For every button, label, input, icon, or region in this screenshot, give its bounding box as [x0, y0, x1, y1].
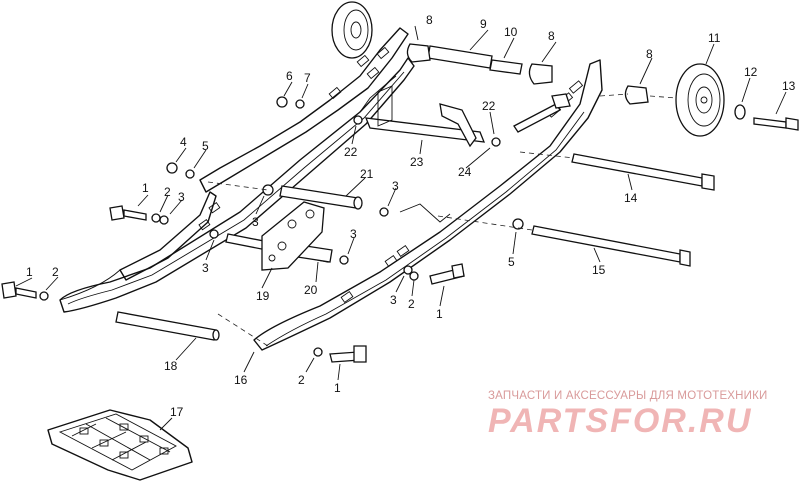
callout-3: 3 [202, 261, 209, 275]
callout-2: 2 [298, 373, 305, 387]
callout-5: 5 [508, 255, 515, 269]
callout-3: 3 [390, 293, 397, 307]
callout-13: 13 [782, 79, 796, 93]
spacer-8-left [406, 43, 431, 63]
spacer-8-right [528, 63, 553, 85]
callout-8: 8 [646, 47, 653, 61]
bolt-13 [753, 117, 799, 131]
callout-3: 3 [252, 215, 259, 229]
watermark-brand: PARTSFOR.RU [488, 402, 753, 440]
callout-18: 18 [164, 359, 178, 373]
callout-22: 22 [482, 99, 496, 113]
callout-12: 12 [744, 65, 758, 79]
callout-20: 20 [304, 283, 318, 297]
callout-8: 8 [426, 13, 433, 27]
callout-10: 10 [504, 25, 518, 39]
shaft-21 [279, 185, 363, 210]
callout-3: 3 [178, 190, 185, 204]
bolt-1-right-mid [429, 263, 465, 285]
callout-1: 1 [26, 265, 33, 279]
skid-frame-17 [47, 409, 193, 481]
callout-labels: 1 1 1 1 2 2 2 2 3 3 3 3 3 3 4 5 5 6 7 8 … [26, 13, 796, 419]
callout-1: 1 [334, 381, 341, 395]
callout-2: 2 [408, 297, 415, 311]
callout-5: 5 [202, 139, 209, 153]
callout-1: 1 [142, 181, 149, 195]
callout-6: 6 [286, 69, 293, 83]
spacer-8-wheel [624, 85, 649, 105]
callout-23: 23 [410, 155, 424, 169]
upper-bolt-22 [513, 93, 571, 133]
idler-wheel-11 [675, 63, 725, 137]
callout-16: 16 [234, 373, 248, 387]
rear-idler-wheel [331, 1, 373, 59]
leader-lines [15, 25, 787, 431]
upper-left-rail [59, 27, 409, 301]
bolt-1-right-bottom [329, 345, 367, 363]
callout-22: 22 [344, 145, 358, 159]
callout-4: 4 [180, 135, 187, 149]
callout-17: 17 [170, 405, 184, 419]
callout-3: 3 [392, 179, 399, 193]
bolt-1-left-bottom [1, 281, 37, 299]
callout-2: 2 [164, 185, 171, 199]
callout-7: 7 [304, 71, 311, 85]
cross-shaft-23 [364, 85, 486, 148]
callout-3: 3 [350, 227, 357, 241]
callout-2: 2 [52, 265, 59, 279]
alignment-lines [207, 93, 677, 347]
callout-24: 24 [458, 165, 472, 179]
callout-11: 11 [708, 31, 721, 45]
bolt-1-left-top [109, 205, 147, 221]
washers-nuts [39, 96, 524, 357]
long-bolt-15 [531, 225, 691, 267]
callout-15: 15 [592, 263, 606, 277]
shock-bracket-19 [261, 201, 325, 271]
callout-14: 14 [624, 191, 638, 205]
watermark-tagline: ЗАПЧАСТИ И АКСЕССУАРЫ ДЛЯ МОТОТЕХНИКИ [488, 390, 768, 402]
callout-8: 8 [548, 29, 555, 43]
callout-19: 19 [256, 289, 270, 303]
shaft-18 [115, 311, 220, 341]
left-rail [59, 57, 415, 313]
washer-12 [734, 104, 746, 120]
callout-9: 9 [480, 17, 487, 31]
long-bolt-14 [571, 153, 715, 191]
callout-1: 1 [436, 307, 443, 321]
callout-21: 21 [360, 167, 374, 181]
